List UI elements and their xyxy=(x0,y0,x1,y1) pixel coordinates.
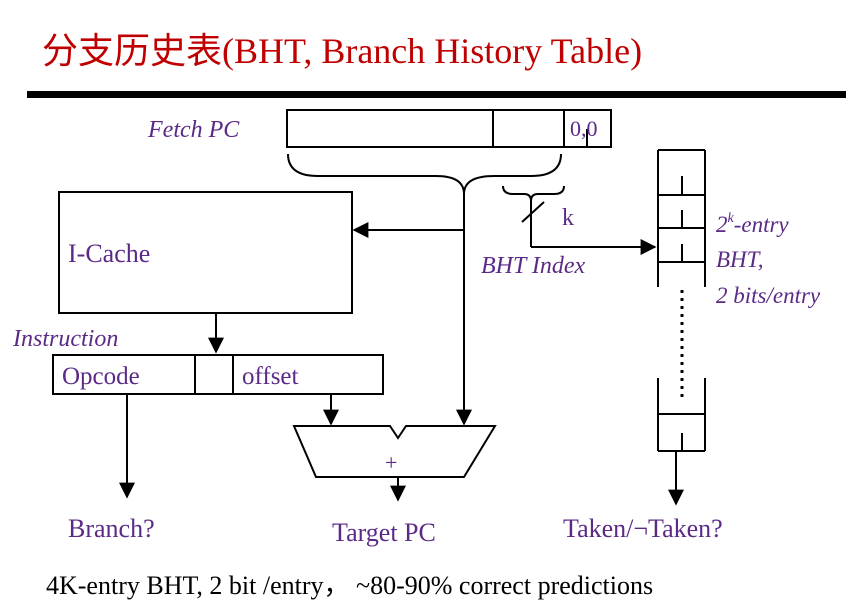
bht-index-label: BHT Index xyxy=(481,253,586,279)
title-english: (BHT, Branch History Table) xyxy=(222,31,642,71)
fetch-pc-label: Fetch PC xyxy=(147,117,240,143)
adder xyxy=(292,425,497,478)
title-chinese: 分支历史表 xyxy=(42,31,222,72)
k-label: k xyxy=(562,205,574,231)
taken-question: Taken/¬Taken? xyxy=(563,514,723,543)
pc-brace xyxy=(287,153,562,195)
adder-plus: + xyxy=(385,450,397,475)
bht-name: BHT, xyxy=(716,247,764,272)
offset-field: offset xyxy=(242,363,299,390)
bht-table xyxy=(657,149,706,452)
instruction-label: Instruction xyxy=(12,326,118,352)
icache-label: I-Cache xyxy=(68,239,150,268)
footer-note: 4K-entry BHT, 2 bit /entry， ~80-90% corr… xyxy=(46,571,653,600)
title-rule xyxy=(27,91,846,98)
index-width-slash xyxy=(521,201,545,223)
fetch-pc-register xyxy=(286,109,612,148)
icache-box xyxy=(58,191,353,314)
opcode-field: Opcode xyxy=(62,363,140,390)
target-pc-label: Target PC xyxy=(332,518,436,547)
branch-question: Branch? xyxy=(68,514,155,543)
instruction-register xyxy=(52,354,384,395)
low-bits-label: 0,0 xyxy=(570,116,598,141)
index-brace xyxy=(502,185,565,202)
slide-title: 分支历史表(BHT, Branch History Table) xyxy=(42,31,642,72)
bht-entry-count: 2k-entry xyxy=(716,211,789,237)
bht-bits-per-entry: 2 bits/entry xyxy=(716,283,821,308)
